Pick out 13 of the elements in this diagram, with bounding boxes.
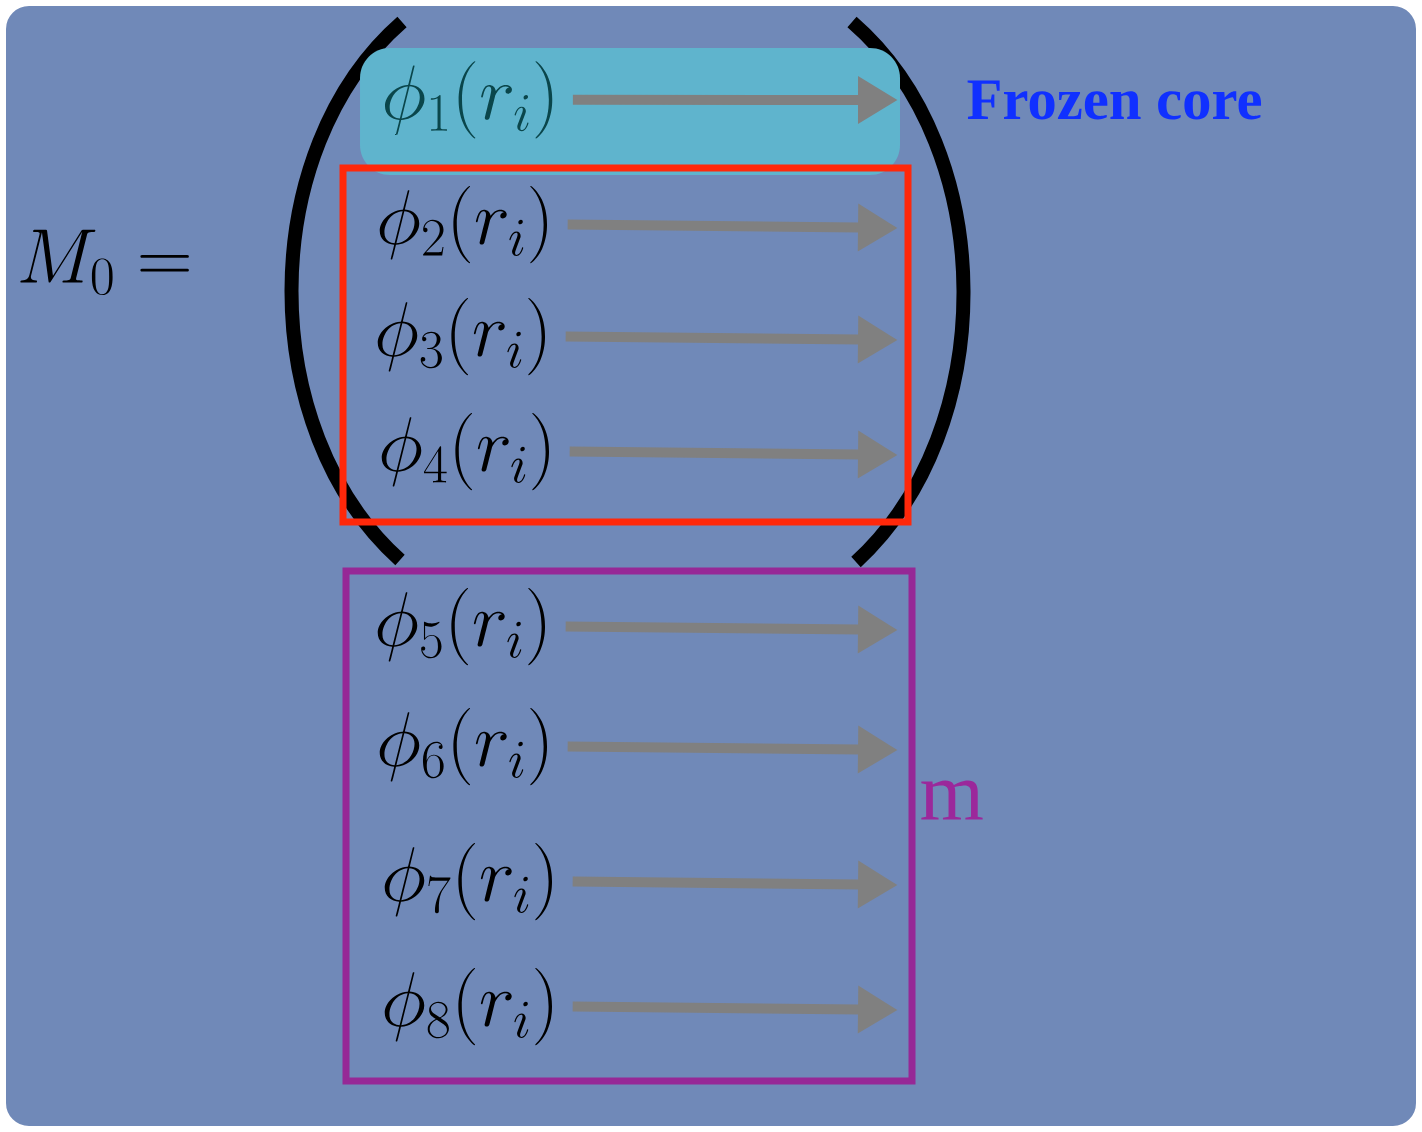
- side-label: m: [921, 780, 983, 820]
- formula: $\phi_6(r_i)$: [379, 707, 547, 786]
- formula: $M_0 =$: [20, 229, 189, 296]
- formula: $\phi_8(r_i)$: [384, 967, 552, 1046]
- group-frame: [342, 567, 916, 1085]
- formula: $\phi_4(r_i)$: [381, 412, 549, 491]
- side-label: Frozen core: [967, 80, 1262, 120]
- formula: $\phi_5(r_i)$: [377, 587, 545, 666]
- group-frame: [339, 164, 912, 526]
- formula: $\phi_1(r_i)$: [385, 61, 553, 139]
- formula: $\phi_2(r_i)$: [379, 185, 547, 264]
- formula: $\phi_7(r_i)$: [384, 842, 552, 921]
- formula: $\phi_3(r_i)$: [377, 297, 545, 376]
